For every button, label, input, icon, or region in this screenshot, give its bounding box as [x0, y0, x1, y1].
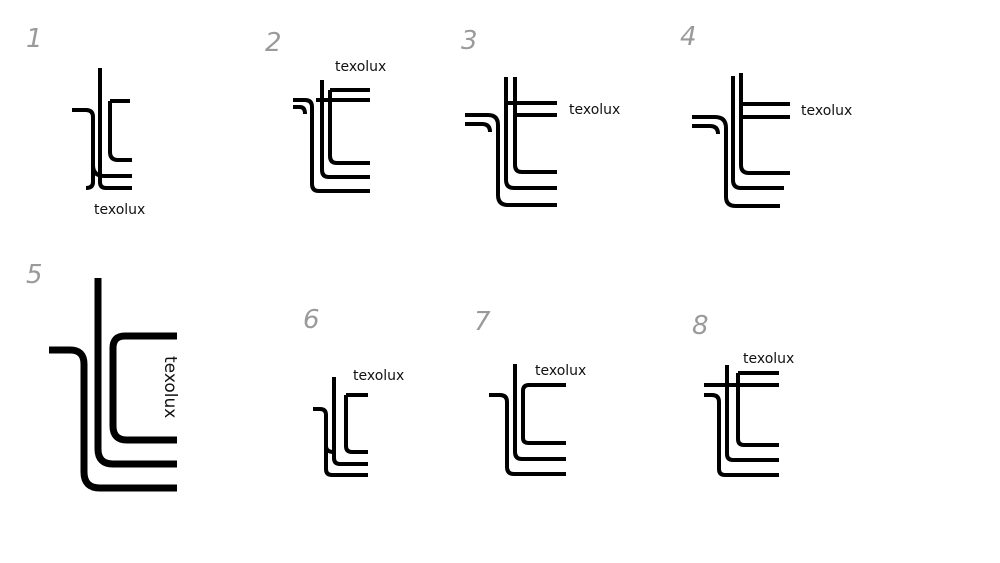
- wordmark-4: texolux: [801, 103, 853, 119]
- logo-mark-3: [465, 77, 557, 207]
- logo-mark-5: [49, 278, 177, 492]
- variant-number-7: 7: [474, 307, 491, 337]
- logo-mark-1: [72, 68, 132, 190]
- wordmark-2: texolux: [335, 59, 387, 75]
- wordmark-1: texolux: [94, 202, 146, 218]
- variant-number-3: 3: [461, 26, 478, 56]
- variant-number-6: 6: [303, 305, 320, 335]
- logo-mark-7: [489, 364, 566, 476]
- logo-mark-2: [293, 80, 370, 193]
- wordmark-8: texolux: [743, 351, 795, 367]
- wordmark-7: texolux: [535, 363, 587, 379]
- variant-number-2: 2: [265, 28, 282, 58]
- wordmark-6: texolux: [353, 368, 405, 384]
- variant-number-8: 8: [692, 311, 709, 341]
- variant-number-1: 1: [26, 24, 43, 54]
- wordmark-3: texolux: [569, 102, 621, 118]
- logo-mark-8: [704, 365, 779, 477]
- logo-mark-4: [692, 73, 790, 208]
- logo-mark-6: [313, 377, 368, 477]
- variant-number-4: 4: [680, 22, 697, 52]
- variant-number-5: 5: [26, 260, 43, 290]
